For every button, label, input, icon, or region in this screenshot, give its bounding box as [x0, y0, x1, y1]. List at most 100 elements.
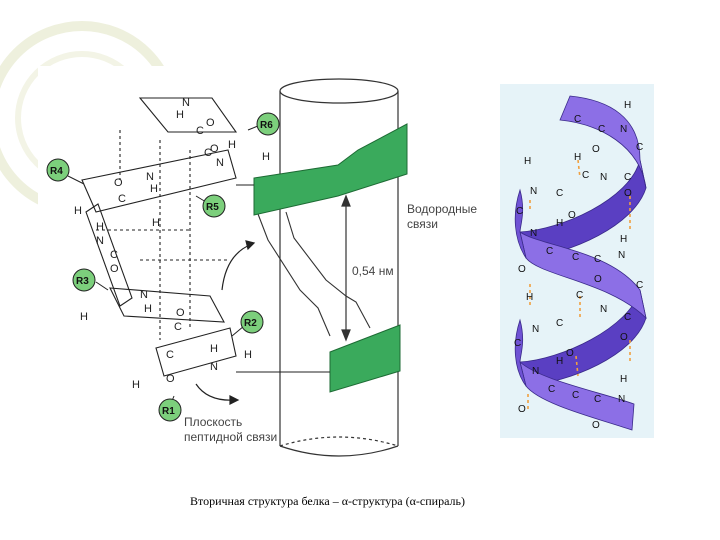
svg-text:H: H	[210, 343, 218, 355]
curved-arrows	[195, 240, 256, 405]
svg-text:C: C	[556, 188, 563, 199]
svg-text:H: H	[152, 217, 160, 229]
svg-text:O: O	[176, 307, 185, 319]
svg-text:C: C	[572, 252, 579, 263]
svg-text:C: C	[594, 254, 601, 265]
svg-text:C: C	[548, 384, 555, 395]
svg-text:C: C	[110, 249, 118, 261]
svg-text:R1: R1	[162, 406, 175, 417]
svg-text:H: H	[574, 152, 581, 163]
svg-text:C: C	[636, 280, 643, 291]
svg-text:O: O	[592, 420, 600, 431]
svg-text:C: C	[118, 193, 126, 205]
svg-text:C: C	[594, 394, 601, 405]
svg-text:H: H	[556, 218, 563, 229]
svg-text:O: O	[592, 144, 600, 155]
svg-text:C: C	[514, 338, 521, 349]
svg-text:O: O	[568, 210, 576, 221]
svg-text:C: C	[624, 312, 631, 323]
svg-text:N: N	[140, 289, 148, 301]
left-figure-panel	[38, 66, 440, 460]
svg-text:H: H	[144, 303, 152, 315]
svg-text:H: H	[96, 221, 104, 233]
svg-text:R2: R2	[244, 318, 257, 329]
svg-text:N: N	[96, 235, 104, 247]
figure-caption: Вторичная структура белка – α-структура …	[190, 494, 465, 508]
svg-text:H: H	[80, 311, 88, 323]
svg-text:N: N	[530, 186, 537, 197]
svg-text:H: H	[620, 374, 627, 385]
backbone-atoms: H N C O C N H O H N H O C H H H N C O N …	[74, 97, 270, 391]
svg-text:N: N	[618, 394, 625, 405]
residue-r2: R2	[231, 310, 264, 337]
svg-text:N: N	[532, 324, 539, 335]
svg-text:C: C	[576, 290, 583, 301]
svg-text:O: O	[206, 117, 215, 129]
svg-text:N: N	[600, 304, 607, 315]
svg-text:C: C	[556, 318, 563, 329]
svg-text:C: C	[572, 390, 579, 401]
peptide-plane-upper	[253, 123, 408, 216]
pitch-arrow	[341, 194, 351, 342]
svg-text:C: C	[598, 124, 605, 135]
svg-text:O: O	[110, 263, 119, 275]
svg-text:O: O	[114, 177, 123, 189]
svg-text:C: C	[204, 147, 212, 159]
svg-text:R4: R4	[50, 166, 63, 177]
svg-text:C: C	[574, 114, 581, 125]
svg-text:H: H	[244, 349, 252, 361]
svg-text:O: O	[518, 264, 526, 275]
svg-text:N: N	[182, 97, 190, 109]
peptide-plane-lower	[329, 324, 401, 393]
svg-text:N: N	[530, 228, 537, 239]
svg-text:O: O	[594, 274, 602, 285]
svg-text:H: H	[176, 109, 184, 121]
svg-text:O: O	[166, 373, 175, 385]
svg-text:H: H	[556, 356, 563, 367]
svg-text:R6: R6	[260, 120, 273, 131]
svg-text:O: O	[624, 188, 632, 199]
svg-text:C: C	[546, 246, 553, 257]
hydrogen-bond-dashes	[527, 159, 631, 410]
svg-text:C: C	[166, 349, 174, 361]
residue-r3: R3	[72, 268, 109, 292]
svg-text:C: C	[516, 206, 523, 217]
svg-text:N: N	[532, 366, 539, 377]
svg-text:H: H	[620, 234, 627, 245]
svg-text:C: C	[582, 170, 589, 181]
hydrogen-bonds-label-line1: Водородные	[407, 202, 477, 216]
helix-cylinder	[279, 78, 399, 457]
svg-text:H: H	[524, 156, 531, 167]
peptide-plane-label-line2: пептидной связи	[184, 430, 277, 444]
svg-text:H: H	[526, 292, 533, 303]
svg-text:C: C	[624, 172, 631, 183]
svg-text:N: N	[600, 172, 607, 183]
svg-text:H: H	[132, 379, 140, 391]
svg-text:O: O	[210, 143, 219, 155]
ribbon-atoms: H C C N C O H N C C O H N C C O H N C C …	[514, 100, 643, 431]
peptide-plane-label-line1: Плоскость	[184, 415, 242, 429]
svg-text:N: N	[146, 171, 154, 183]
svg-text:H: H	[262, 151, 270, 163]
svg-text:H: H	[150, 183, 158, 195]
svg-text:O: O	[518, 404, 526, 415]
svg-text:C: C	[174, 321, 182, 333]
residue-r5: R5	[195, 194, 226, 218]
svg-text:N: N	[216, 157, 224, 169]
svg-text:R3: R3	[76, 276, 89, 287]
svg-text:H: H	[624, 100, 631, 111]
alpha-helix-ribbon	[514, 95, 647, 431]
svg-text:H: H	[74, 205, 82, 217]
svg-text:O: O	[620, 332, 628, 343]
svg-text:R5: R5	[206, 202, 219, 213]
svg-text:N: N	[620, 124, 627, 135]
residue-r1: R1	[158, 395, 182, 422]
residue-r6: R6	[247, 112, 280, 136]
svg-text:N: N	[210, 361, 218, 373]
hydrogen-bonds-label-line2: связи	[407, 217, 438, 231]
svg-text:O: O	[566, 348, 574, 359]
svg-text:C: C	[636, 142, 643, 153]
svg-text:N: N	[618, 250, 625, 261]
residue-r4: R4	[46, 158, 85, 185]
